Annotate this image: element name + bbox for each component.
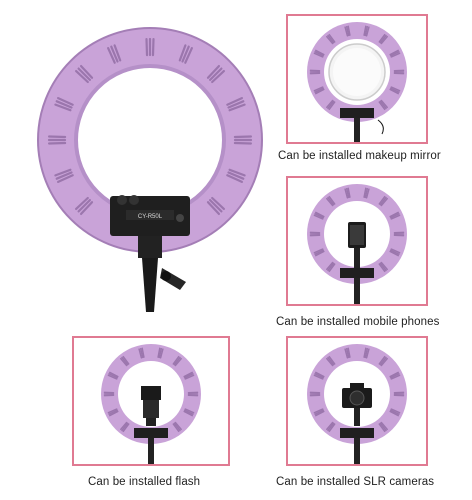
panel-flash — [72, 336, 230, 466]
panel-slr-cameras — [286, 336, 428, 466]
flash-image — [101, 344, 201, 464]
caption-slr-cameras: Can be installed SLR cameras — [276, 476, 435, 488]
makeup-mirror-image — [307, 22, 407, 142]
caption-flash: Can be installed flash — [88, 476, 201, 488]
caption-mobile-phones: Can be installed mobile phones — [276, 316, 440, 328]
mobile-phones-image — [307, 184, 407, 304]
panel-makeup-mirror — [286, 14, 428, 144]
panel-model-label: CY-R50L — [138, 214, 163, 220]
main-ring-light: CY-R50L — [30, 20, 270, 320]
slr-cameras-image — [307, 344, 407, 464]
panel-mobile-phones — [286, 176, 428, 306]
main-ring-light-image: CY-R50L — [37, 27, 263, 312]
caption-makeup-mirror: Can be installed makeup mirror — [278, 150, 441, 162]
